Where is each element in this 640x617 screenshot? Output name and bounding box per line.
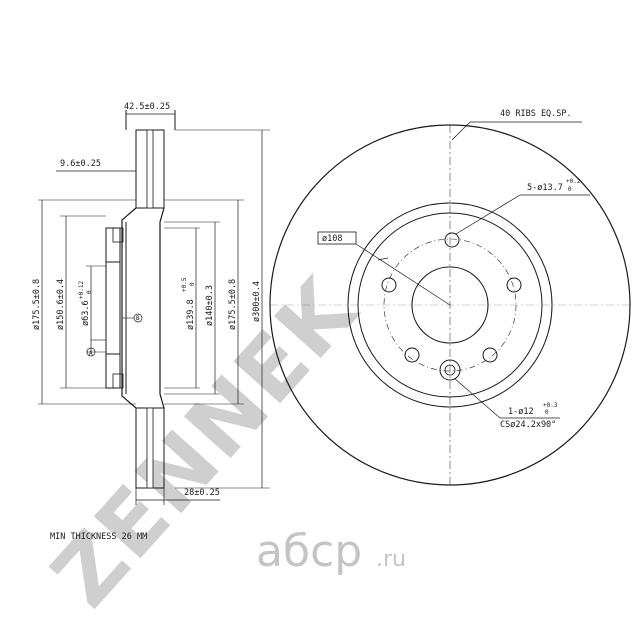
datum-a: A [89,350,93,357]
chamfer-note: CSø24.2x90° [500,420,556,430]
datum-b: B [136,315,140,322]
pin-hole-note: 1-ø12 [508,407,534,417]
pin-hole-tol: +0.3 [543,402,558,409]
front-view: 40 RIBS EQ.SP. 5-ø13.7 +0.2 0 ø108 1-ø12… [269,109,631,487]
center-bore [411,266,489,344]
pin-hole-tol-lower: 0 [545,409,549,416]
side-section-view: 42.5±0.25 9.6±0.25 28±0.25 MIN THICKNESS… [32,102,270,542]
bolt-holes-note: 5-ø13.7 [527,183,563,193]
dia-63-tol: +0.12 [78,281,85,299]
offset-dim: 9.6±0.25 [60,159,101,169]
thickness-dim: 28±0.25 [184,488,220,498]
abcp-brand-text: aбcp [256,526,362,577]
bolt-holes [381,232,522,363]
overall-width-dim: 42.5±0.25 [124,102,170,112]
dia-63-dim: ø63.6 [81,300,91,326]
disc-section-outline [105,110,176,489]
dia-140-dim: ø140±0.3 [205,285,215,326]
abcp-brand: aбcp .ru [256,526,406,577]
abcp-brand-suffix: .ru [376,547,406,572]
dia-139-tol: +0.5 [181,277,188,292]
bolt-holes-tol: +0.2 [566,178,581,185]
friction-ring-inner [347,202,553,408]
dia-300-dim: ø300±0.4 [252,281,262,322]
dia-175-left-dim: ø175.5±0.8 [32,279,42,330]
pcd-note: ø108 [322,234,342,244]
min-thickness-note: MIN THICKNESS 26 MM [50,532,147,542]
ribs-note: 40 RIBS EQ.SP. [500,109,572,119]
dia-175-right-dim: ø175.5±0.8 [228,279,238,330]
dia-139-dim: ø139.8 [186,299,196,330]
dia-63-tol-lower: 0 [86,290,93,294]
dia-150-dim: ø150.6±0.4 [56,279,66,330]
pcd-circle [383,238,517,372]
bolt-holes-tol-lower: 0 [568,186,572,193]
dia-139-tol-lower: 0 [189,282,196,286]
